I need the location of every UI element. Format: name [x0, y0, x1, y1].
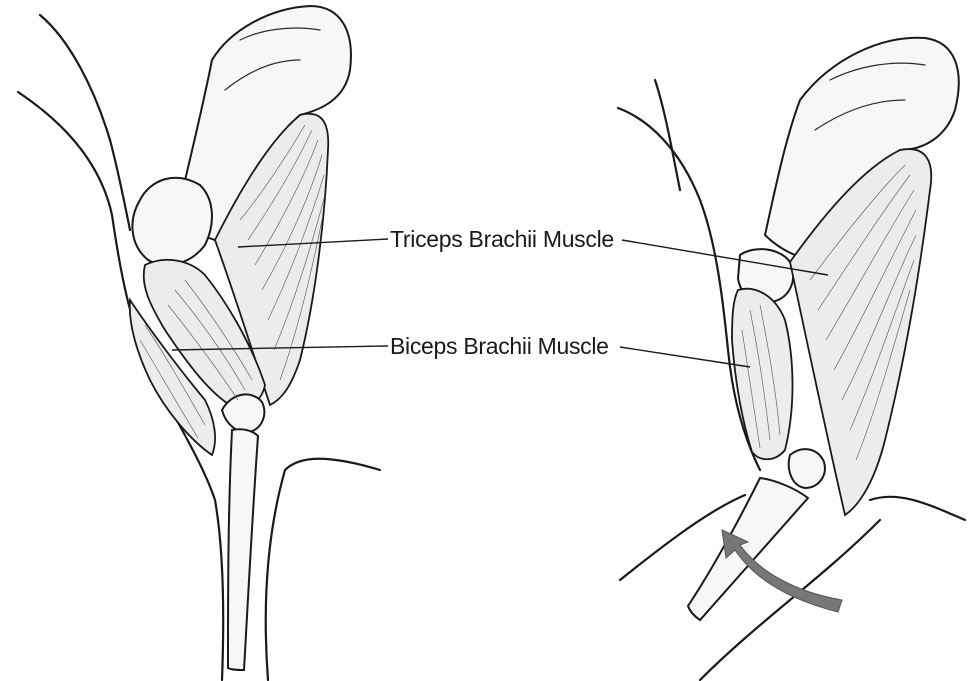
- right-elbow-joint: [789, 449, 825, 488]
- right-belly-contour: [870, 497, 965, 520]
- biceps-label: Biceps Brachii Muscle: [390, 333, 609, 360]
- right-limb-illustration: [618, 38, 965, 680]
- left-back-contour: [40, 15, 130, 230]
- left-humerus: [132, 178, 212, 265]
- right-biceps-muscle: [732, 289, 793, 460]
- biceps-leader-right: [620, 347, 750, 367]
- left-limb-illustration: [18, 6, 380, 680]
- left-forearm-bone: [228, 429, 258, 670]
- triceps-label: Triceps Brachii Muscle: [390, 226, 614, 253]
- left-forearm-contour: [266, 459, 380, 680]
